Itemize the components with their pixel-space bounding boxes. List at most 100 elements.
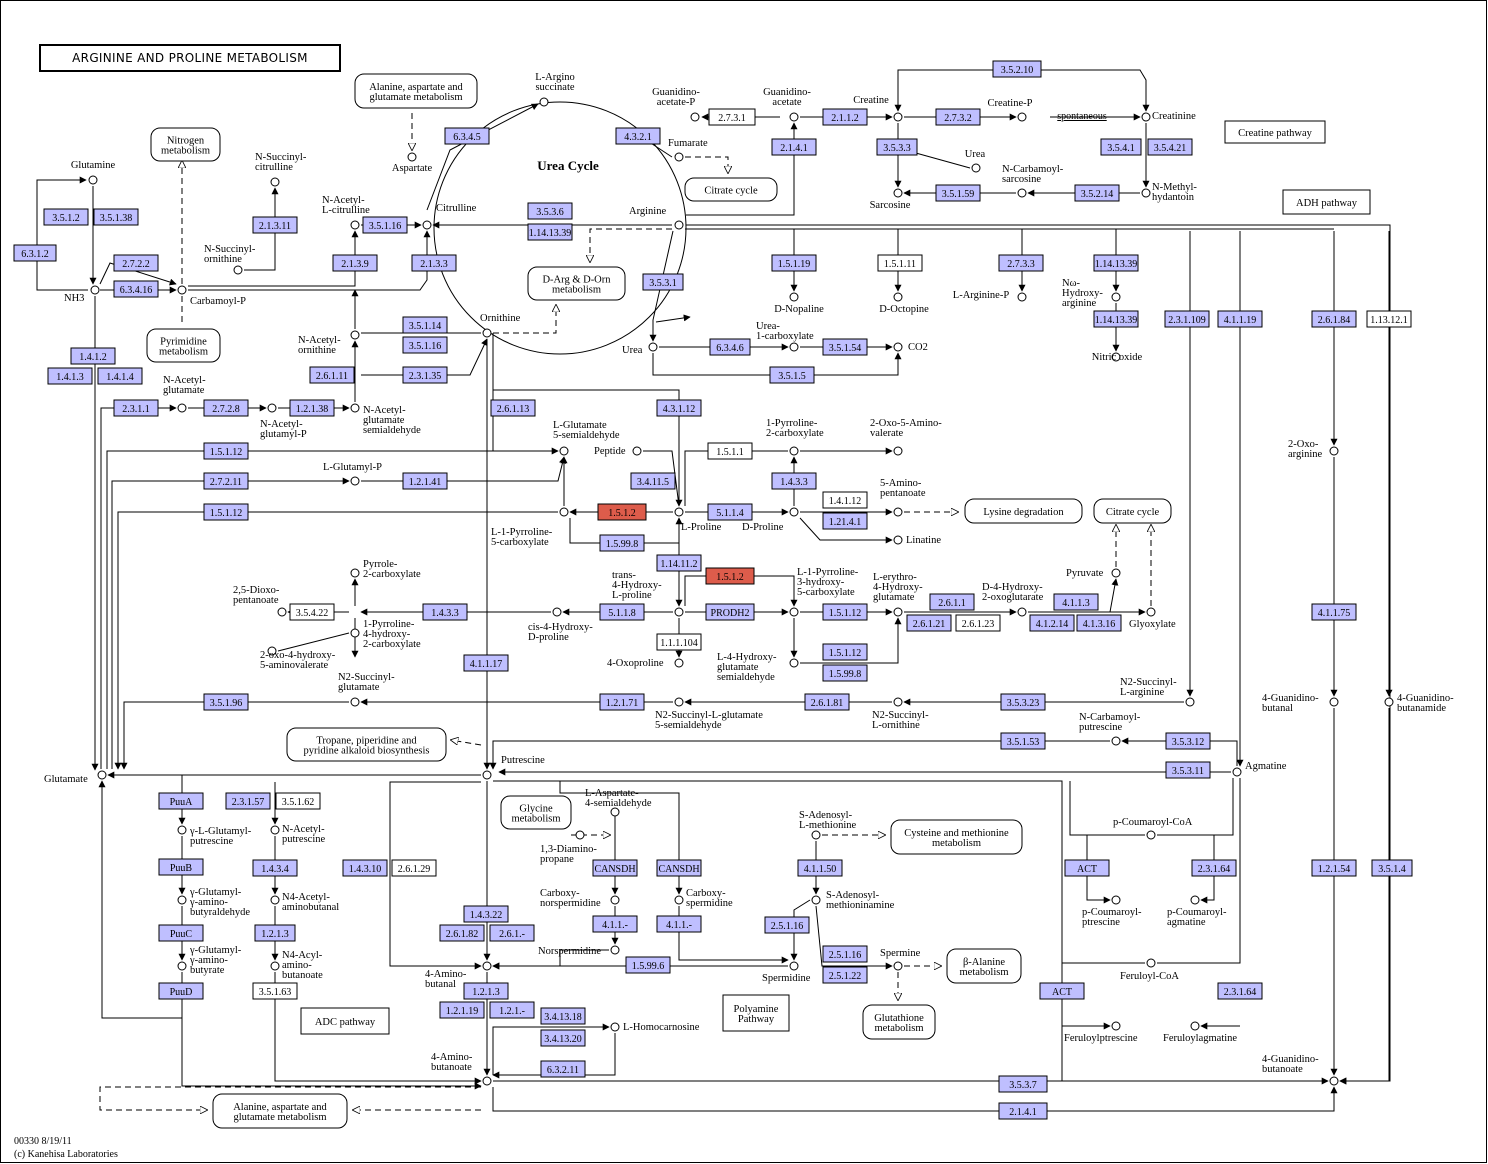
enzyme-2-6-1[interactable]: 2.6.1.- (489, 924, 535, 942)
compound-d-4-hydroxy-2-oxoglutarate[interactable]: D-4-Hydroxy-2-oxoglutarate (982, 582, 1044, 617)
compound-arginine[interactable]: Arginine (629, 206, 684, 230)
enzyme-4-1-1[interactable]: 4.1.1.- (656, 915, 702, 933)
compound-4-guanidino-butanamide[interactable]: 4-Guanidino-butanamide (1384, 693, 1454, 714)
enzyme-2-1-4-1[interactable]: 2.1.4.1 (998, 1102, 1048, 1120)
compound-citrulline[interactable]: Citrulline (422, 203, 477, 230)
enzyme-act[interactable]: ACT (1064, 859, 1110, 877)
enzyme-3-5-3-11[interactable]: 3.5.3.11 (1165, 761, 1211, 779)
enzyme-1-4-3-22[interactable]: 1.4.3.22 (463, 905, 509, 923)
enzyme-puuc[interactable]: PuuC (158, 924, 204, 942)
enzyme-1-14-13-39[interactable]: 1.14.13.39 (527, 223, 573, 241)
enzyme-puua[interactable]: PuuA (158, 792, 204, 810)
enzyme-1-5-99-8[interactable]: 1.5.99.8 (822, 664, 868, 682)
enzyme-5-1-1-8[interactable]: 5.1.1.8 (599, 603, 645, 621)
enzyme-3-4-13-20[interactable]: 3.4.13.20 (540, 1029, 586, 1047)
compound-trans-4-hydroxy-l-proline[interactable]: trans-4-Hydroxy-L-proline (612, 570, 684, 617)
compound-feruloylptrescine[interactable]: Feruloylptrescine (1064, 1021, 1138, 1044)
compound-peptide[interactable]: Peptide (594, 446, 642, 457)
compound-cis-4-hydroxy-d-proline[interactable]: cis-4-Hydroxy-D-proline (528, 607, 593, 643)
enzyme-2-6-1-81[interactable]: 2.6.1.81 (804, 693, 850, 711)
compound-4-guanidino-butanal[interactable]: 4-Guanidino-butanal (1262, 693, 1339, 714)
enzyme-3-5-3-6[interactable]: 3.5.3.6 (527, 202, 573, 220)
compound-d-nopaline[interactable]: D-Nopaline (774, 292, 824, 315)
enzyme-2-5-1-16[interactable]: 2.5.1.16 (822, 945, 868, 963)
compound-4-guanidino-butanoate[interactable]: 4-Guanidino-butanoate (1262, 1054, 1339, 1086)
compound-carboxy-norspermidine[interactable]: Carboxy-norspermidine (540, 888, 620, 909)
compound-spermidine[interactable]: Spermidine (762, 961, 811, 984)
enzyme-puub[interactable]: PuuB (158, 858, 204, 876)
compound-l-1-pyrroline-3-hydroxy-5-carboxylate[interactable]: L-1-Pyrroline-3-hydroxy-5-carboxylate (789, 567, 859, 617)
enzyme-1-5-1-2[interactable]: 1.5.1.2 (597, 503, 647, 521)
compound-1-pyrroline-2-carboxylate[interactable]: 1-Pyrroline-2-carboxylate (766, 418, 824, 456)
enzyme-2-6-1-84[interactable]: 2.6.1.84 (1311, 310, 1357, 328)
compound-s-adenosyl-methioninamine[interactable]: S-Adenosyl-methioninamine (811, 890, 895, 911)
enzyme-2-3-1-35[interactable]: 2.3.1.35 (402, 366, 448, 384)
enzyme-2-3-1-109[interactable]: 2.3.1.109 (1164, 310, 1210, 328)
enzyme-1-5-1-2[interactable]: 1.5.1.2 (705, 567, 755, 585)
compound-n-hydroxy-arginine[interactable]: Nω-Hydroxy-arginine (1062, 278, 1121, 309)
enzyme-3-5-1-38[interactable]: 3.5.1.38 (93, 208, 139, 226)
compound-p-coumaroyl-coa[interactable]: p-Coumaroyl-CoA (1113, 817, 1193, 840)
enzyme-3-5-1-62[interactable]: 3.5.1.62 (275, 792, 321, 810)
enzyme-3-5-1-53[interactable]: 3.5.1.53 (1000, 732, 1046, 750)
compound-2-oxo-4-hydroxy-5-aminovalerate[interactable]: 2-oxo-4-hydroxy-5-aminovalerate (260, 646, 336, 671)
enzyme-4-3-2-1[interactable]: 4.3.2.1 (615, 127, 661, 145)
compound-urea[interactable]: Urea (965, 149, 986, 173)
enzyme-3-5-3-3[interactable]: 3.5.3.3 (876, 138, 918, 156)
enzyme-3-5-3-23[interactable]: 3.5.3.23 (1000, 693, 1046, 711)
enzyme-3-5-2-14[interactable]: 3.5.2.14 (1074, 184, 1120, 202)
compound-pyruvate[interactable]: Pyruvate (1066, 568, 1121, 579)
compound-aspartate[interactable]: Aspartate (392, 152, 433, 174)
enzyme-1-2-1-38[interactable]: 1.2.1.38 (289, 399, 335, 417)
enzyme-2-5-1-16[interactable]: 2.5.1.16 (764, 916, 810, 934)
map-link-citrate-cycle[interactable]: Citrate cycle (684, 177, 778, 202)
compound-n-acetyl-glutamyl-p[interactable]: N-Acetyl-glutamyl-P (260, 403, 307, 440)
compound-fumarate[interactable]: Fumarate (668, 138, 708, 162)
compound-2-oxo-5-amino-valerate[interactable]: 2-Oxo-5-Amino-valerate (870, 418, 942, 456)
compound-l-proline[interactable]: L-Proline (674, 507, 722, 533)
enzyme-2-3-1-57[interactable]: 2.3.1.57 (225, 792, 271, 810)
compound-creatinine[interactable]: Creatinine (1141, 111, 1196, 122)
enzyme-4-1-1-3[interactable]: 4.1.1.3 (1053, 593, 1099, 611)
enzyme-3-5-1-2[interactable]: 3.5.1.2 (43, 208, 89, 226)
enzyme-2-7-3-2[interactable]: 2.7.3.2 (935, 108, 981, 126)
enzyme-puud[interactable]: PuuD (158, 982, 204, 1000)
compound-n-succinyl-citrulline[interactable]: N-Succinyl-citrulline (255, 152, 307, 187)
enzyme-3-5-3-7[interactable]: 3.5.3.7 (998, 1075, 1048, 1093)
enzyme-2-6-1-23[interactable]: 2.6.1.23 (955, 614, 1001, 632)
compound-guanidino-acetate-p[interactable]: Guanidino-acetate-P (652, 87, 700, 122)
compound-n-acetyl-l-citrulline[interactable]: N-Acetyl-L-citrulline (322, 195, 370, 230)
enzyme-2-7-3-1[interactable]: 2.7.3.1 (708, 108, 756, 126)
compound-4-amino-butanoate[interactable]: 4-Amino-butanoate (431, 1052, 492, 1086)
compound-urea-1-carboxylate[interactable]: Urea-1-carboxylate (756, 321, 814, 352)
enzyme-1-2-1-3[interactable]: 1.2.1.3 (254, 924, 296, 942)
enzyme-cansdh[interactable]: CANSDH (656, 859, 702, 877)
compound-n-succinyl-ornithine[interactable]: N-Succinyl-ornithine (204, 244, 256, 275)
enzyme-1-5-1-12[interactable]: 1.5.1.12 (822, 643, 868, 661)
compound-feruloyl-coa[interactable]: Feruloyl-CoA (1120, 958, 1179, 982)
enzyme-6-3-4-5[interactable]: 6.3.4.5 (444, 127, 490, 145)
compound-l-glutamyl-p[interactable]: L-Glutamyl-P (323, 462, 382, 486)
compound-s-adenosyl-l-methionine[interactable]: S-Adenosyl-L-methionine (799, 810, 856, 840)
compound-n2-succinyl-glutamate[interactable]: N2-Succinyl-glutamate (338, 672, 395, 707)
enzyme-1-2-1-41[interactable]: 1.2.1.41 (402, 472, 448, 490)
compound-pyrrole-2-carboxylate[interactable]: Pyrrole-2-carboxylate (350, 559, 421, 580)
compound-n2-succinyl-l-ornithine[interactable]: N2-Succinyl-L-ornithine (872, 697, 929, 731)
compound-ornithine[interactable]: Ornithine (480, 313, 521, 338)
enzyme-3-5-1-5[interactable]: 3.5.1.5 (769, 366, 815, 384)
enzyme-1-14-13-39[interactable]: 1.14.13.39 (1093, 254, 1139, 272)
enzyme-1-5-1-11[interactable]: 1.5.1.11 (877, 254, 923, 272)
enzyme-1-4-1-4[interactable]: 1.4.1.4 (97, 367, 143, 385)
enzyme-3-5-1-16[interactable]: 3.5.1.16 (362, 216, 408, 234)
compound-1-pyrroline-4-hydroxy-2-carboxylate[interactable]: 1-Pyrroline-4-hydroxy-2-carboxylate (350, 619, 421, 650)
compound-glutamyl-amino-butyrate[interactable]: γ-Glutamyl-γ-amino-butyrate (177, 945, 242, 976)
enzyme-3-5-4-22[interactable]: 3.5.4.22 (289, 603, 335, 621)
enzyme-1-4-1-12[interactable]: 1.4.1.12 (822, 491, 868, 509)
pathway-box-adc-pathway[interactable]: ADC pathway (300, 1007, 390, 1035)
compound-agmatine[interactable]: Agmatine (1232, 761, 1287, 777)
enzyme-1-4-1-3[interactable]: 1.4.1.3 (47, 367, 93, 385)
compound-l-aspartate-4-semialdehyde[interactable]: L-Aspartate-4-semialdehyde (585, 788, 652, 817)
